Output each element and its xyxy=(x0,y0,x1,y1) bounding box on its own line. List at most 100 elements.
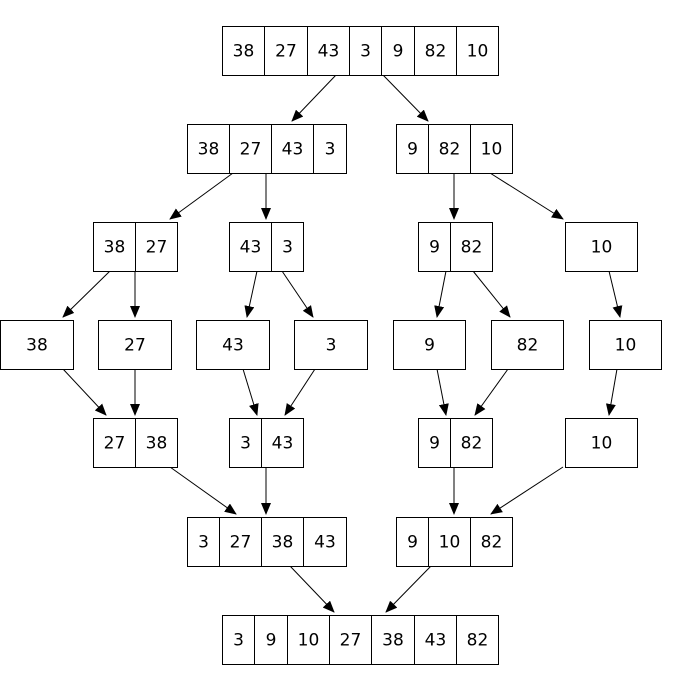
array-cell xyxy=(0,320,74,370)
arrow-n14-to-n18 xyxy=(169,466,237,515)
array-cell xyxy=(135,418,178,468)
arrow-n5-to-n12 xyxy=(472,270,511,318)
array-cell xyxy=(428,124,471,174)
array-cell-value: 9 xyxy=(266,631,277,651)
array-cell-value: 82 xyxy=(481,533,503,553)
array-cell xyxy=(222,26,265,76)
array-box-n2: 9 82 10 xyxy=(396,124,513,174)
array-cell-value: 38 xyxy=(272,533,294,553)
array-box-n16: 9 82 xyxy=(418,418,493,468)
array-box-n12: 82 xyxy=(491,320,564,370)
array-cell-value: 82 xyxy=(425,42,447,62)
array-cell-value: 9 xyxy=(424,336,435,356)
array-cell-value: 38 xyxy=(198,140,220,160)
array-cell xyxy=(187,124,230,174)
array-cell-value: 43 xyxy=(272,434,294,454)
arrow-n10-to-n15 xyxy=(284,368,316,416)
array-cell-value: 3 xyxy=(360,42,371,62)
array-box-n17: 10 xyxy=(565,418,638,468)
array-cell xyxy=(470,517,513,567)
array-cell xyxy=(93,222,136,272)
arrow-n3-to-n7 xyxy=(62,270,111,318)
array-box-n9: 43 xyxy=(196,320,270,370)
array-cell-value: 10 xyxy=(481,140,503,160)
array-cell-value: 27 xyxy=(275,42,297,62)
array-cell-value: 43 xyxy=(314,533,336,553)
array-cell-value: 43 xyxy=(318,42,340,62)
arrow-n5-to-n11 xyxy=(434,270,447,318)
array-cell-value: 43 xyxy=(222,336,244,356)
arrow-n4-to-n10 xyxy=(281,270,314,318)
array-cell-value: 3 xyxy=(198,533,209,553)
array-cell-value: 3 xyxy=(233,631,244,651)
array-cell xyxy=(303,517,347,567)
array-box-n8: 27 xyxy=(98,320,172,370)
array-cell-value: 3 xyxy=(240,434,251,454)
array-cell-value: 9 xyxy=(407,140,418,160)
array-cell-value: 9 xyxy=(429,238,440,258)
array-cell-value: 38 xyxy=(104,238,126,258)
array-cell-value: 9 xyxy=(429,434,440,454)
arrow-n19-to-n20 xyxy=(385,565,432,613)
array-cell xyxy=(98,320,172,370)
array-cell-value: 82 xyxy=(467,631,489,651)
array-cell-value: 82 xyxy=(461,238,483,258)
array-cell xyxy=(428,517,471,567)
array-cell xyxy=(271,124,314,174)
arrow-n11-to-n16 xyxy=(436,368,449,416)
array-cell xyxy=(589,320,662,370)
array-box-n6: 10 xyxy=(565,222,638,272)
array-box-n13: 10 xyxy=(589,320,662,370)
array-cell xyxy=(196,320,270,370)
array-cell xyxy=(349,26,382,76)
array-cell-value: 27 xyxy=(124,336,146,356)
array-cell xyxy=(135,222,178,272)
array-cell xyxy=(396,124,429,174)
arrow-n12-to-n16 xyxy=(474,368,509,416)
array-cell-value: 82 xyxy=(439,140,461,160)
arrow-n0-to-n2 xyxy=(382,74,429,122)
array-cell xyxy=(219,517,262,567)
array-cell-value: 38 xyxy=(233,42,255,62)
array-box-n7: 38 xyxy=(0,320,74,370)
edges xyxy=(62,74,623,613)
array-cell-value: 10 xyxy=(591,238,613,258)
array-cell xyxy=(229,418,262,468)
array-cell-value: 27 xyxy=(104,434,126,454)
array-cell-value: 43 xyxy=(282,140,304,160)
arrow-n13-to-n17 xyxy=(605,368,618,416)
array-cell xyxy=(414,26,457,76)
array-cell xyxy=(414,615,457,665)
arrow-n4-to-n9 xyxy=(244,270,258,318)
array-cell xyxy=(294,320,368,370)
arrow-n0-to-n1 xyxy=(291,74,337,122)
arrow-n9-to-n15 xyxy=(242,368,259,416)
array-cell-value: 82 xyxy=(461,434,483,454)
array-cell-value: 27 xyxy=(146,238,168,258)
array-cell-value: 9 xyxy=(393,42,404,62)
array-cell xyxy=(187,517,220,567)
array-cell xyxy=(418,222,451,272)
array-cell-value: 10 xyxy=(467,42,489,62)
array-cell xyxy=(450,222,493,272)
array-cell xyxy=(565,418,638,468)
array-box-n15: 3 43 xyxy=(229,418,304,468)
array-box-n5: 9 82 xyxy=(418,222,493,272)
array-cell xyxy=(313,124,347,174)
arrow-n2-to-n6 xyxy=(489,172,564,220)
arrow-n6-to-n13 xyxy=(608,270,623,318)
array-cell xyxy=(456,615,499,665)
array-cell-value: 3 xyxy=(282,238,293,258)
array-cell xyxy=(287,615,330,665)
arrow-n7-to-n14 xyxy=(62,368,107,416)
array-cell-value: 27 xyxy=(340,631,362,651)
array-cell-value: 38 xyxy=(26,336,48,356)
arrow-n17-to-n19 xyxy=(490,466,564,515)
array-cell xyxy=(254,615,288,665)
